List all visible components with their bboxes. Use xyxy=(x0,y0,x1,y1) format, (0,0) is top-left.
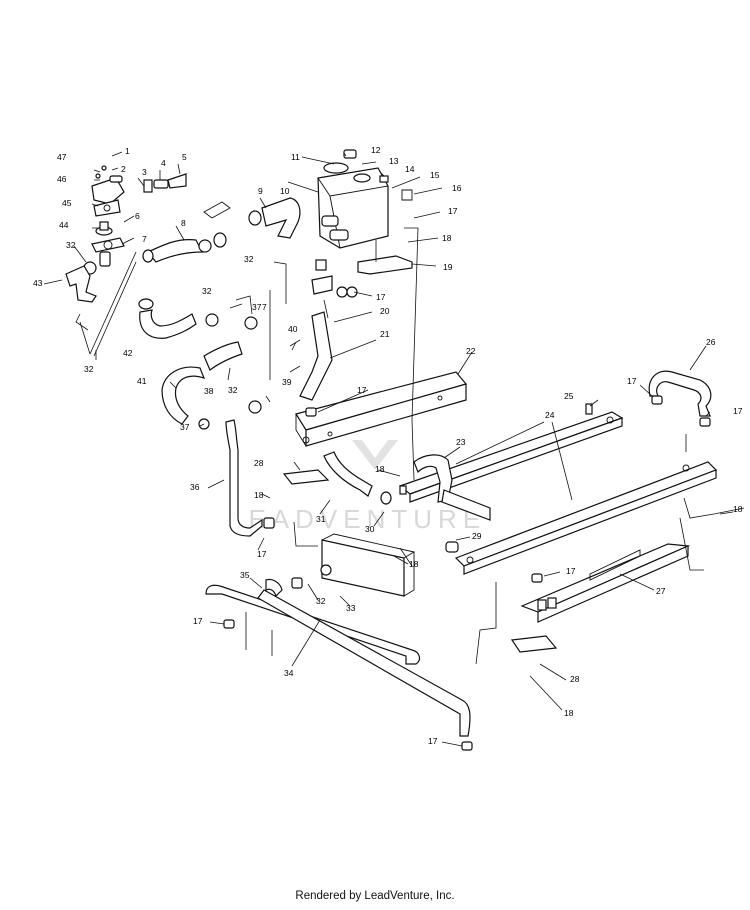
callout-6: 6 xyxy=(135,211,140,221)
callout-23: 23 xyxy=(456,437,466,447)
callout-17-f: 17 xyxy=(257,549,267,559)
heat-exchanger-27 xyxy=(520,543,691,623)
callout-32-d: 32 xyxy=(202,286,212,296)
callout-29: 29 xyxy=(472,531,482,541)
callout-18-c: 18 xyxy=(254,490,264,500)
callout-10: 10 xyxy=(280,186,290,196)
callout-41: 41 xyxy=(137,376,147,386)
callout-40: 40 xyxy=(288,324,298,334)
callout-17-h: 17 xyxy=(193,616,203,626)
callout-28-b: 28 xyxy=(570,674,580,684)
callouts: 1 2 3 4 5 6 7 7 8 9 10 11 12 13 14 15 16… xyxy=(33,145,743,746)
leader-lines xyxy=(43,151,734,747)
callout-28-a: 28 xyxy=(254,458,264,468)
callout-27: 27 xyxy=(656,586,666,596)
callout-37-a: 37 xyxy=(252,302,262,312)
routing-lines xyxy=(75,227,745,665)
callout-18-e: 18 xyxy=(733,504,743,514)
callout-14: 14 xyxy=(405,164,415,174)
hose-23 xyxy=(413,454,491,521)
callout-30: 30 xyxy=(365,524,375,534)
callout-32-c: 32 xyxy=(244,254,254,264)
callout-18-d: 18 xyxy=(409,559,419,569)
callout-26: 26 xyxy=(706,337,716,347)
callout-36: 36 xyxy=(190,482,200,492)
callout-20: 20 xyxy=(380,306,390,316)
callout-5: 5 xyxy=(182,152,187,162)
small-fittings xyxy=(223,395,711,751)
elbow-hose-43 xyxy=(65,265,97,303)
clamp-32-upper xyxy=(205,232,262,414)
heat-exchanger-22 xyxy=(295,371,468,447)
callout-17-b: 17 xyxy=(376,292,386,302)
callout-31: 31 xyxy=(316,514,326,524)
callout-42: 42 xyxy=(123,348,133,358)
callout-32-b: 32 xyxy=(84,364,94,374)
callout-22: 22 xyxy=(466,346,476,356)
tube-36 xyxy=(225,419,263,537)
hose-38 xyxy=(203,341,243,371)
hose-20-21 xyxy=(299,311,333,401)
callout-25: 25 xyxy=(564,391,574,401)
parts-diagram: LEADVENTURE xyxy=(33,145,745,751)
hose-41 xyxy=(161,366,210,430)
hose-9 xyxy=(248,197,301,239)
callout-8: 8 xyxy=(181,218,186,228)
callout-4: 4 xyxy=(161,158,166,168)
callout-15: 15 xyxy=(430,170,440,180)
thermostat-housing xyxy=(83,165,125,275)
t-fitting-40 xyxy=(311,259,358,298)
callout-35: 35 xyxy=(240,570,250,580)
callout-21: 21 xyxy=(380,329,390,339)
tube-34-35 xyxy=(205,578,471,737)
hose-8 xyxy=(142,239,212,263)
callout-17-e: 17 xyxy=(733,406,743,416)
callout-24: 24 xyxy=(545,410,555,420)
callout-18-b: 18 xyxy=(375,464,385,474)
callout-12: 12 xyxy=(371,145,381,155)
gasket-small xyxy=(203,201,231,219)
plates-28 xyxy=(282,469,558,653)
callout-43: 43 xyxy=(33,278,43,288)
callout-17-g: 17 xyxy=(566,566,576,576)
sensor-3-4-5 xyxy=(143,173,187,193)
heat-exchanger-33 xyxy=(320,533,416,597)
hose-31 xyxy=(323,451,392,505)
callout-32-f: 32 xyxy=(316,596,326,606)
callout-7-right: 7 xyxy=(262,302,267,312)
hose-26 xyxy=(648,370,712,417)
callout-39: 39 xyxy=(282,377,292,387)
callout-1: 1 xyxy=(125,146,130,156)
callout-45: 45 xyxy=(62,198,72,208)
callout-17-a: 17 xyxy=(448,206,458,216)
callout-2: 2 xyxy=(121,164,126,174)
footer-credit: Rendered by LeadVenture, Inc. xyxy=(295,890,455,902)
callout-17-c: 17 xyxy=(357,385,367,395)
callout-11: 11 xyxy=(291,152,300,162)
callout-38: 38 xyxy=(204,386,214,396)
callout-17-d: 17 xyxy=(627,376,637,386)
callout-32-a: 32 xyxy=(66,240,76,250)
callout-44: 44 xyxy=(59,220,69,230)
callout-17-i: 17 xyxy=(428,736,438,746)
callout-34: 34 xyxy=(284,668,294,678)
callout-18-f: 18 xyxy=(564,708,574,718)
callout-47: 47 xyxy=(57,152,67,162)
callout-19: 19 xyxy=(443,262,453,272)
coolant-reservoir xyxy=(317,149,413,249)
callout-7-left: 7 xyxy=(142,234,147,244)
hose-42 xyxy=(138,298,197,339)
callout-3: 3 xyxy=(142,167,147,177)
callout-9: 9 xyxy=(258,186,263,196)
callout-33: 33 xyxy=(346,603,356,613)
heat-exchanger-24 xyxy=(398,411,718,575)
callout-32-e: 32 xyxy=(228,385,238,395)
callout-46: 46 xyxy=(57,174,67,184)
callout-37-b: 37 xyxy=(180,422,190,432)
callout-18-a: 18 xyxy=(442,233,452,243)
bracket-19 xyxy=(357,255,413,275)
callout-13: 13 xyxy=(389,156,399,166)
callout-16: 16 xyxy=(452,183,462,193)
